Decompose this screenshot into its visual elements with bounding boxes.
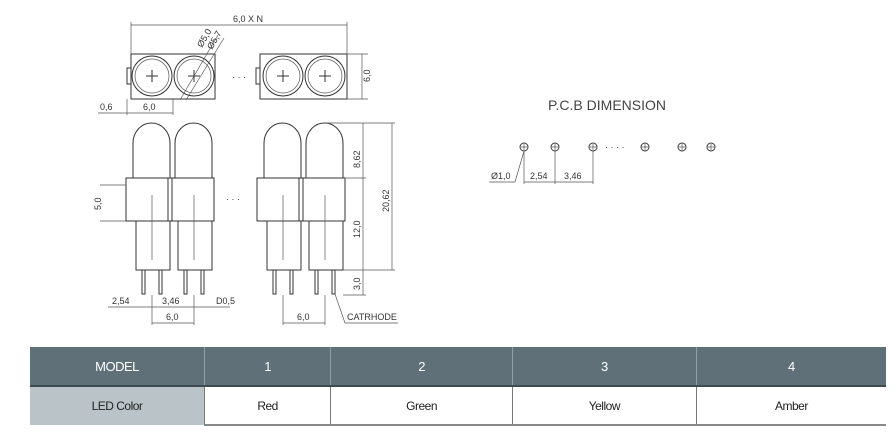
pcb-ellipsis: · · · · [605, 142, 625, 152]
pcb-pitch-label: 2,54 [530, 171, 548, 181]
header-model-1: 1 [204, 347, 332, 387]
cathode-label: CATRHODE [347, 312, 397, 322]
led-top-circles [131, 55, 346, 97]
header-model: MODEL [30, 347, 205, 387]
ellipsis-top: · · · [232, 72, 246, 82]
pitch-bottom-left-label: 6,0 [166, 312, 179, 322]
header-model-3: 3 [512, 347, 697, 387]
table-header-row: MODEL 1 2 3 4 [30, 347, 886, 387]
body-height-label: 12,0 [352, 220, 362, 238]
offset-label: 0,6 [100, 102, 113, 112]
color-cell-3: Yellow [512, 386, 697, 426]
gap-label: 3,46 [162, 296, 180, 306]
pcb-dimension: P.C.B DIMENSION · · · · Ø1,0 2,54 3,46 [489, 97, 716, 184]
pcb-title: P.C.B DIMENSION [548, 97, 666, 113]
led-dimension-drawing: 6,0 X N Ø5,0 Ø5,7 · · · 6,0 0,6 6,0 [93, 14, 716, 325]
lead-pitch-label: 2,54 [112, 296, 130, 306]
top-view: 6,0 X N Ø5,0 Ø5,7 · · · 6,0 0,6 6,0 [98, 14, 372, 115]
dome-height-label: 8,62 [352, 150, 362, 168]
height-top-label: 6,0 [362, 69, 372, 82]
lead-length-label: 3,0 [352, 277, 362, 290]
ellipsis-side: · · · [226, 194, 240, 204]
pcb-holes [519, 142, 716, 152]
collar-height-label: 5,0 [93, 197, 103, 210]
pitch-top-label: 6,0 [143, 102, 156, 112]
side-view: · · · 5,0 8,62 12,0 20,62 3,0 2,54 3,46 … [93, 122, 398, 325]
top-width-label: 6,0 X N [233, 14, 263, 24]
color-cell-4: Amber [696, 386, 886, 426]
table-row: LED Color Red Green Yellow Amber [30, 386, 886, 426]
model-table: MODEL 1 2 3 4 LED Color Red Green Yellow… [30, 347, 886, 426]
row-label-led-color: LED Color [30, 386, 205, 425]
pcb-hole-diam-label: Ø1,0 [491, 171, 511, 181]
color-cell-2: Green [330, 386, 513, 426]
total-height-label: 20,62 [381, 189, 391, 212]
pcb-gap-label: 3,46 [564, 171, 582, 181]
header-model-4: 4 [696, 347, 886, 387]
pitch-bottom-right-label: 6,0 [297, 312, 310, 322]
header-model-2: 2 [330, 347, 513, 387]
lead-diam-label: D0,5 [216, 296, 235, 306]
color-cell-1: Red [204, 386, 332, 426]
